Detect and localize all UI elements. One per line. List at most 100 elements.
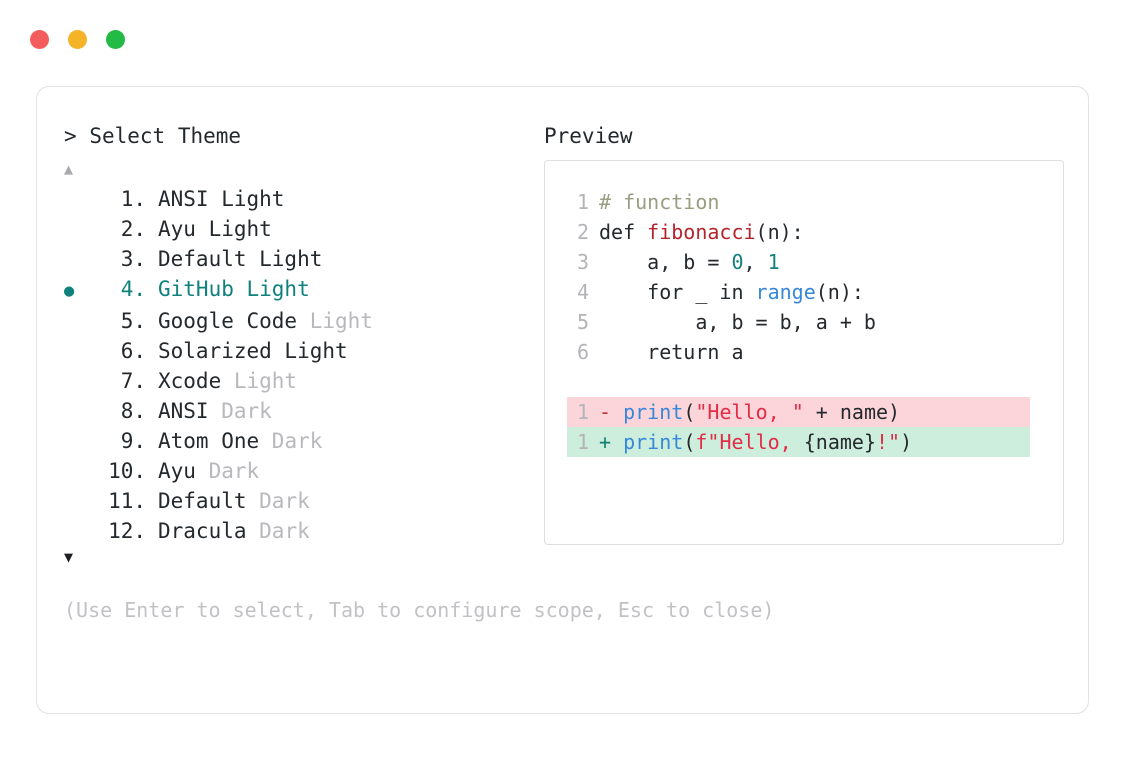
- code-line: 3 a, b = 0, 1: [545, 247, 1063, 277]
- code-token: print: [623, 400, 684, 424]
- code-token: (: [683, 430, 696, 454]
- theme-list-item[interactable]: 2. Ayu Light: [64, 214, 544, 244]
- preview-label: Preview: [544, 124, 633, 148]
- theme-item-number: 8.: [120, 399, 146, 423]
- theme-list-item[interactable]: 3. Default Light: [64, 244, 544, 274]
- code-token: range: [755, 280, 816, 304]
- theme-list-item[interactable]: 7. Xcode Light: [64, 366, 544, 396]
- theme-item-variant: Light: [297, 309, 373, 333]
- theme-item-name: Ayu Light: [158, 217, 272, 241]
- theme-list-item[interactable]: 5. Google Code Light: [64, 306, 544, 336]
- theme-item-number: 11.: [108, 489, 146, 513]
- code-token: 0: [731, 250, 744, 274]
- theme-item-number: 10.: [108, 459, 146, 483]
- diff-line-text: - print("Hello, " + name): [589, 397, 900, 427]
- theme-item-variant: Dark: [246, 489, 310, 513]
- window-titlebar: [30, 30, 125, 49]
- code-token: fibonacci: [647, 220, 756, 244]
- code-spacer: [545, 367, 1063, 397]
- theme-item-name: Xcode: [158, 369, 222, 393]
- theme-item-name: GitHub Light: [158, 277, 310, 301]
- theme-list-item[interactable]: 9. Atom One Dark: [64, 426, 544, 456]
- theme-list-item[interactable]: 8.ANSI Dark: [64, 396, 544, 426]
- theme-item-variant: Dark: [259, 429, 323, 453]
- diff-gap: [611, 400, 623, 424]
- theme-item-number: 5.: [120, 309, 146, 333]
- code-token: return a: [599, 340, 744, 364]
- maximize-button[interactable]: [106, 30, 125, 49]
- diff-sign: +: [599, 430, 612, 454]
- code-line-number: 6: [576, 340, 589, 364]
- theme-item-number: 6.: [120, 339, 146, 363]
- theme-list-item[interactable]: 10. Ayu Dark: [64, 456, 544, 486]
- code-line: 5 a, b = b, a + b: [545, 307, 1063, 337]
- scroll-down-icon[interactable]: ▼: [64, 548, 74, 566]
- code-line-text: # function: [589, 187, 719, 217]
- code-token: print: [623, 430, 684, 454]
- prompt-marker: >: [64, 124, 77, 148]
- code-token: ,: [743, 250, 768, 274]
- theme-item-name: Ayu: [158, 459, 196, 483]
- theme-item-name: ANSI: [158, 399, 209, 423]
- theme-item-number: 2.: [120, 217, 146, 241]
- code-line-text: for _ in range(n):: [589, 277, 864, 307]
- code-token: (: [683, 400, 696, 424]
- code-token: for _ in: [599, 280, 756, 304]
- theme-list-item[interactable]: 6. Solarized Light: [64, 336, 544, 366]
- code-token: (n):: [755, 220, 804, 244]
- diff-added-line: 1+ print(f"Hello, {name}!"): [567, 427, 1030, 457]
- code-line-number: 4: [576, 280, 589, 304]
- diff-line-text: + print(f"Hello, {name}!"): [589, 427, 912, 457]
- theme-item-number: 4.: [120, 277, 146, 301]
- minimize-button[interactable]: [68, 30, 87, 49]
- code-line-text: a, b = b, a + b: [589, 307, 876, 337]
- theme-item-variant: Dark: [246, 519, 310, 543]
- theme-item-number: 1.: [120, 187, 146, 211]
- theme-item-name: Default: [158, 489, 247, 513]
- theme-list-item[interactable]: 1. ANSI Light: [64, 184, 544, 214]
- theme-item-name: Solarized Light: [158, 339, 348, 363]
- diff-sign: -: [599, 400, 612, 424]
- theme-item-name: ANSI Light: [158, 187, 285, 211]
- code-token: # function: [599, 190, 720, 214]
- theme-item-name: Default Light: [158, 247, 323, 271]
- code-token: a, b =: [599, 250, 732, 274]
- code-token: {name}: [803, 430, 876, 454]
- theme-item-name: Atom One: [158, 429, 260, 453]
- code-line-number: 3: [576, 250, 589, 274]
- scroll-up-icon[interactable]: ▲: [64, 160, 74, 178]
- selection-bullet-icon: ●: [64, 281, 75, 301]
- theme-item-variant: Light: [221, 369, 298, 393]
- diff-gap: [611, 430, 623, 454]
- diff-line-number: 1: [576, 430, 589, 454]
- theme-item-name: Dracula: [158, 519, 247, 543]
- code-line-number: 1: [576, 190, 589, 214]
- code-token: "Hello, ": [695, 400, 804, 424]
- theme-list-item[interactable]: 12.Dracula Dark: [64, 516, 544, 546]
- theme-item-number: 9.: [120, 429, 146, 453]
- close-button[interactable]: [30, 30, 49, 49]
- theme-item-number: 3.: [120, 247, 146, 271]
- code-token: def: [599, 220, 648, 244]
- code-line-number: 5: [576, 310, 589, 334]
- diff-removed-line: 1- print("Hello, " + name): [567, 397, 1030, 427]
- theme-list-item[interactable]: 11. Default Dark: [64, 486, 544, 516]
- theme-item-variant: Dark: [195, 459, 260, 483]
- theme-item-number: 7.: [120, 369, 146, 393]
- theme-item-name: Google Code: [158, 309, 298, 333]
- diff-line-number: 1: [576, 400, 589, 424]
- diff-block: 1- print("Hello, " + name)1+ print(f"Hel…: [545, 397, 1063, 457]
- code-token: !": [875, 430, 901, 454]
- code-line-text: def fibonacci(n):: [589, 217, 804, 247]
- code-token: f"Hello,: [695, 430, 804, 454]
- code-token: + name): [803, 400, 901, 424]
- theme-list-item[interactable]: ● 4. GitHub Light: [64, 274, 544, 306]
- keyboard-hint: (Use Enter to select, Tab to configure s…: [64, 598, 775, 622]
